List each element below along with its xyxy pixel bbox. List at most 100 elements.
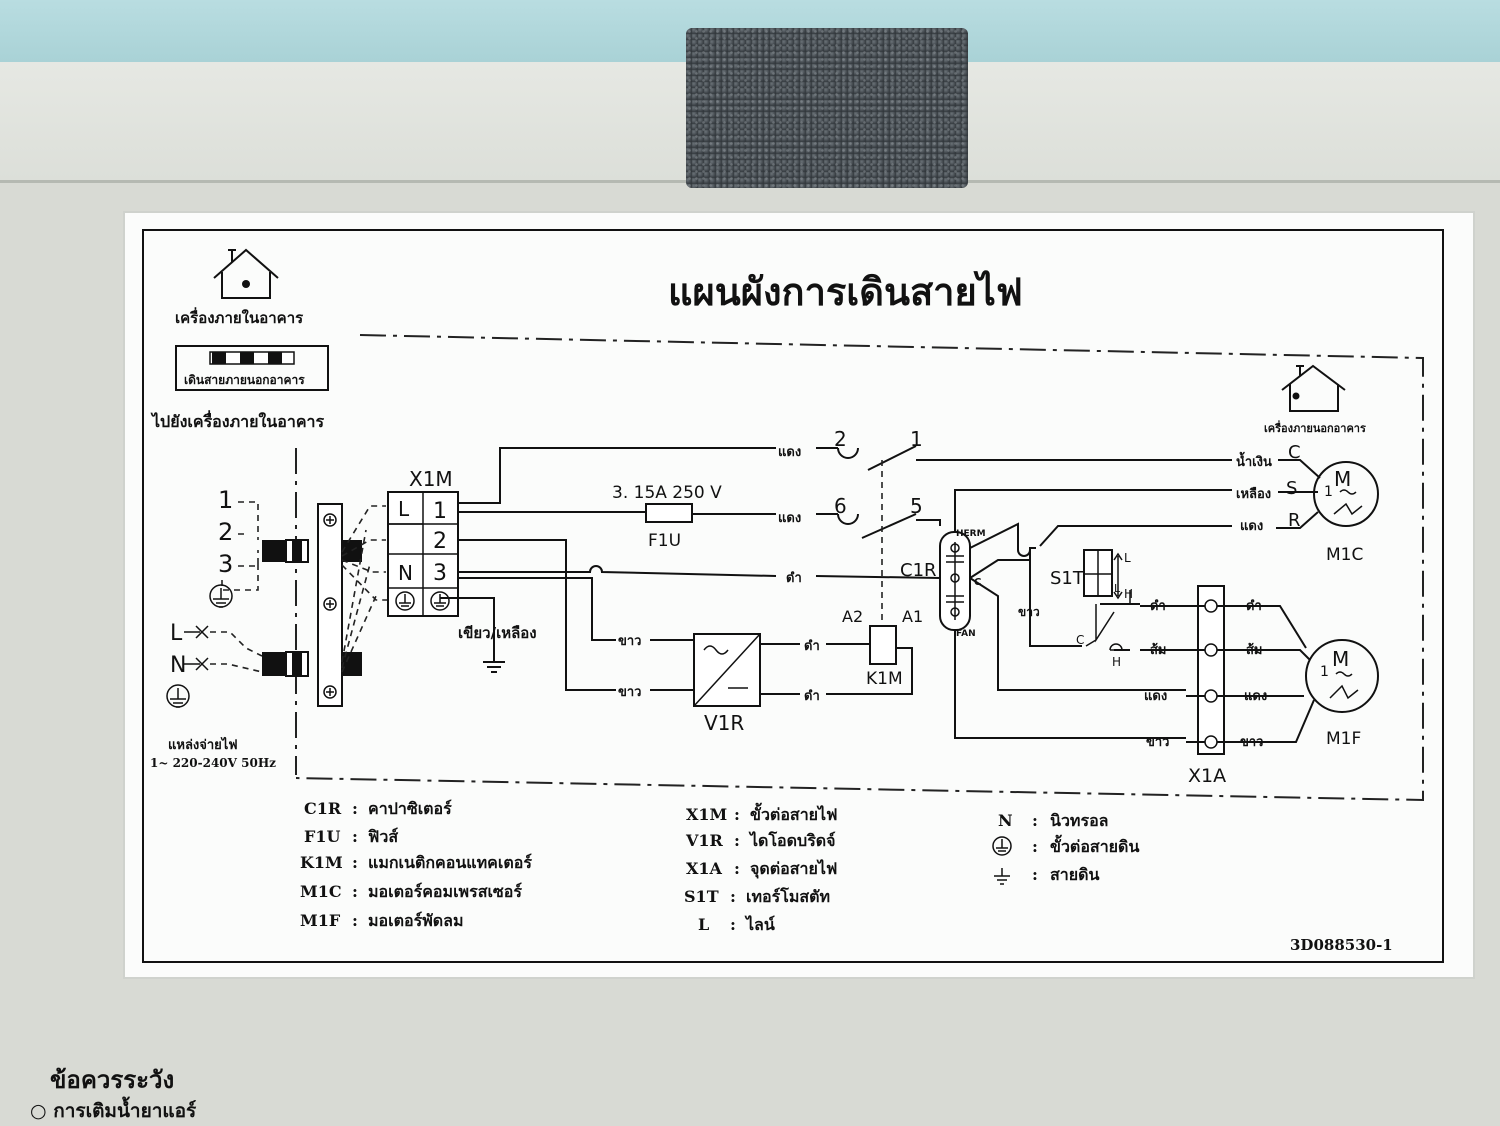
svg-text::: : [352, 853, 358, 872]
svg-text::: : [352, 827, 358, 846]
contact-1: 1 [910, 427, 923, 451]
wire-label-blue: น้ำเงิน [1236, 451, 1272, 470]
legend-ground-icon [994, 868, 1010, 885]
relay-k1m [869, 625, 897, 665]
svg-text:นิวทรอล: นิวทรอล [1050, 811, 1108, 830]
capacitor-c1r [939, 531, 971, 631]
svg-text:ขั้วต่อสายไฟ: ขั้วต่อสายไฟ [750, 802, 837, 824]
svg-text:ไลน์: ไลน์ [744, 915, 775, 934]
cable-clamp-top [262, 539, 362, 563]
fan-motor-name: M1F [1326, 729, 1361, 749]
svg-text:แมกเนติกคอนแทคเตอร์: แมกเนติกคอนแทคเตอร์ [368, 853, 532, 872]
fan-wire-label-red-r: แดง [1244, 689, 1267, 704]
fan-wire-label-orange-l: ส้ม [1150, 642, 1167, 658]
foam-pad [686, 28, 968, 188]
fan-motor-m1f [1305, 639, 1379, 713]
fuse-name: F1U [648, 531, 681, 551]
contact-2: 2 [834, 427, 847, 451]
legend-mid: X1M : ขั้วต่อสายไฟ V1R : ไดโอดบริดจ์ X1A… [684, 802, 837, 934]
svg-text:N: N [998, 811, 1013, 830]
legend-ground-terminal-icon [992, 836, 1012, 856]
svg-text::: : [734, 831, 740, 850]
indoor-house-icon [213, 248, 279, 299]
wire-red-r [1039, 525, 1232, 547]
wire-label-yellow: เหลือง [1236, 486, 1271, 502]
thermostat-name: S1T [1050, 568, 1085, 589]
diagram-title: แผนผังการเดินสายไฟ [668, 269, 1023, 314]
svg-text:คาปาซิเตอร์: คาปาซิเตอร์ [368, 799, 452, 818]
caution-title: ข้อควรระวัง [50, 1065, 175, 1094]
outdoor-wiring-symbol [175, 345, 329, 391]
fan-wire-label-orange-r: ส้ม [1246, 642, 1263, 658]
relay-a2: A2 [842, 607, 863, 626]
capacitor-name: C1R [900, 560, 937, 581]
fuse-rating: 3. 15A 250 V [612, 483, 722, 503]
x1m-cell-n: N [398, 561, 413, 585]
power-spec: 1~ 220-240V 50Hz [150, 756, 276, 770]
vertical-terminal-strip [317, 503, 343, 707]
x1m-name: X1M [409, 467, 453, 491]
x1m-cell-2: 2 [433, 529, 447, 554]
terminal-2-label: 2 [218, 518, 233, 546]
x1m-cell-1: 1 [433, 499, 447, 524]
neutral-input-label: N [170, 653, 186, 678]
svg-text:X1M: X1M [686, 805, 727, 824]
wire-label-black-v2: ดำ [804, 688, 820, 704]
thermostat-l-top: L [1124, 551, 1131, 565]
thermostat-c: C [1076, 633, 1084, 647]
document-number: 3D088530-1 [1290, 936, 1393, 954]
svg-text:มอเตอร์พัดลม: มอเตอร์พัดลม [368, 911, 464, 930]
fan-phase: 1 [1320, 664, 1329, 680]
fan-wire-label-red-l: แดง [1144, 689, 1167, 704]
svg-text::: : [1032, 811, 1038, 830]
x1m-ground-icons [395, 591, 450, 611]
svg-text:สายดิน: สายดิน [1050, 865, 1100, 884]
wire-white-2 [458, 539, 616, 691]
svg-text:L: L [698, 915, 709, 934]
legend-right: N : นิวทรอล : ขั้วต่อสายดิน : สายดิน [992, 811, 1139, 885]
svg-text::: : [352, 911, 358, 930]
wiring-label-sticker [125, 213, 1473, 977]
wire-label-red-1: แดง [778, 445, 801, 460]
svg-text::: : [352, 882, 358, 901]
svg-text:ขั้วต่อสายดิน: ขั้วต่อสายดิน [1050, 834, 1139, 856]
wire-label-red-r: แดง [1240, 519, 1263, 534]
svg-text::: : [734, 859, 740, 878]
compressor-pin-s: S [1286, 478, 1297, 499]
svg-text:M1F: M1F [300, 911, 341, 930]
svg-text:เทอร์โมสตัท: เทอร์โมสตัท [746, 886, 830, 906]
thermostat-l-mid: L [1114, 582, 1121, 595]
svg-text:V1R: V1R [685, 831, 724, 850]
outdoor-house-icon [1281, 364, 1346, 412]
svg-text::: : [1032, 837, 1038, 856]
svg-text:X1A: X1A [686, 859, 723, 878]
terminal-3-label: 3 [218, 550, 233, 578]
ground-icon-left [209, 584, 233, 608]
svg-text::: : [730, 915, 736, 934]
x1a-name: X1A [1188, 765, 1226, 787]
wire-label-red-6: แดง [778, 511, 801, 526]
rectifier-v1r [693, 633, 761, 707]
wire-label-white-a: ขาว [618, 634, 642, 649]
compressor-m-symbol: M [1334, 467, 1351, 491]
relay-name: K1M [866, 669, 903, 689]
outdoor-boundary [295, 334, 1424, 802]
wire-white-fan [954, 630, 1186, 739]
wire-label-black-v1: ดำ [804, 638, 820, 654]
svg-text:M1C: M1C [300, 882, 342, 901]
wire-label-black-main: ดำ [786, 570, 802, 586]
svg-text::: : [1032, 865, 1038, 884]
fuse-f1u [645, 503, 693, 523]
terminal-1-label: 1 [218, 486, 233, 514]
svg-text:K1M: K1M [300, 853, 343, 872]
to-indoor-label: ไปยังเครื่องภายในอาคาร [150, 410, 325, 431]
wire-label-white-s1t: ขาว [1018, 605, 1040, 619]
compressor-phase: 1 [1324, 484, 1333, 500]
wire-yellow-s [954, 489, 1232, 532]
fan-m-symbol: M [1332, 647, 1349, 671]
contact-5: 5 [910, 494, 923, 518]
power-source-label: แหล่งจ่ายไฟ [168, 736, 238, 753]
capacitor-fan: FAN [956, 629, 976, 639]
fan-wire-label-black-l: ดำ [1150, 598, 1166, 614]
